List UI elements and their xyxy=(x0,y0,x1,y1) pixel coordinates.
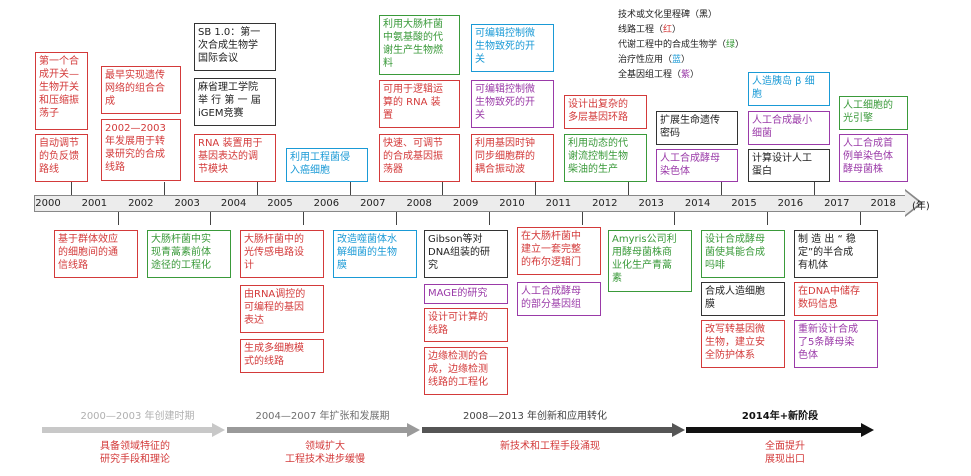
phase-1-desc: 具备领域特征的 研究手段和理论 xyxy=(100,441,170,465)
event-above-2015c: 计算设计人工 蛋白 xyxy=(748,149,830,182)
event-above-2003b: 麻省理工学院 举 行 第 一 届 iGEM竞赛 xyxy=(194,78,276,126)
event-above-2009a: 可编辑控制微 生物致死的开 关 xyxy=(471,24,554,72)
event-above-2000a: 第一个合 成开关— 生物开关 和压缩振 荡子 xyxy=(35,52,88,130)
legend-item-black: 技术或文化里程碑（黑） xyxy=(618,10,718,20)
phase-2-label: 2004—2007 年扩张和发展期 xyxy=(255,411,390,422)
timeline-tick xyxy=(349,182,351,195)
year-label: 2012 xyxy=(592,198,618,209)
event-below-2010b: 人工合成酵母 的部分基因组 xyxy=(517,282,601,316)
year-label: 2000 xyxy=(35,198,61,209)
timeline-tick xyxy=(442,182,444,195)
event-above-2003a: SB 1.0：第一 次合成生物学 国际会议 xyxy=(194,23,276,71)
phase-3-label: 2008—2013 年创新和应用转化 xyxy=(462,411,608,422)
timeline-tick xyxy=(720,182,722,195)
event-below-2016c: 重新设计合成 了5条酵母染 色体 xyxy=(794,320,878,368)
timeline-tick xyxy=(117,212,119,225)
year-label: 2014 xyxy=(684,198,711,209)
event-above-2007b: 可用于逻辑运 算的 RNA 装 置 xyxy=(379,80,460,128)
year-label: 2006 xyxy=(313,198,340,209)
timeline-tick xyxy=(535,182,537,195)
timeline-tick xyxy=(488,212,490,225)
event-below-2014c: 改写转基因微 生物，建立安 全防护体系 xyxy=(701,320,785,368)
event-above-2015a: 人造胰岛 β 细 胞 xyxy=(748,72,830,106)
timeline-tick xyxy=(71,182,73,195)
event-below-2006: 改造噬菌体水 解细菌的生物 膜 xyxy=(333,230,417,278)
phase-1-arrow xyxy=(42,427,212,433)
year-label: 2003 xyxy=(174,198,200,209)
event-below-2001: 基于群体效应 的细胞间的通 信线路 xyxy=(54,230,138,278)
phase-3-arrow xyxy=(422,427,672,433)
event-below-2004b: 由RNA调控的 可编程的基因 表达 xyxy=(240,285,324,333)
event-above-2013b: 人工合成酵母 染色体 xyxy=(656,149,738,182)
event-below-2016a: 制 造 出 “ 稳 定”的半合成 有机体 xyxy=(794,230,878,278)
event-above-2013a: 扩展生命遗传 密码 xyxy=(656,111,738,145)
timeline-tick xyxy=(256,182,258,195)
timeline-tick xyxy=(628,182,629,195)
phase-2-arrow xyxy=(227,427,407,433)
year-label: 2018 xyxy=(870,198,896,209)
event-below-2016b: 在DNA中储存 数码信息 xyxy=(794,282,878,316)
event-above-2001b: 2002—2003 年发展用于转 录研究的合成 线路 xyxy=(101,119,181,181)
event-above-2007a: 利用大肠杆菌 中氨基酸的代 谢生产生物燃 料 xyxy=(379,15,460,75)
year-label: 2008 xyxy=(406,198,432,209)
year-label: 2007 xyxy=(360,198,386,209)
phase-4-label: 2014年+新阶段 xyxy=(741,411,819,422)
event-above-2000b: 自动调节 的负反馈 路线 xyxy=(35,134,88,182)
event-below-2004a: 大肠杆菌中的 光传感电路设 计 xyxy=(240,230,324,278)
legend-item-red: 线路工程（红） xyxy=(618,25,682,35)
event-above-2011b: 利用动态的代 谢流控制生物 柴油的生产 xyxy=(564,134,647,182)
event-above-2003c: RNA 装置用于 基因表达的调 节模块 xyxy=(194,134,276,182)
event-above-2001a: 最早实现遗传 网络的组合合 成 xyxy=(101,66,181,114)
event-above-2009c: 利用基因时钟 同步细胞群的 耦合振动波 xyxy=(471,134,554,182)
timeline-tick xyxy=(210,212,212,225)
year-label: 2016 xyxy=(777,198,804,209)
year-label: 2004 xyxy=(220,198,247,209)
timeline-tick xyxy=(581,212,583,225)
year-label: 2002 xyxy=(128,198,154,209)
timeline-tick xyxy=(767,212,769,225)
year-label: 2011 xyxy=(545,198,572,209)
event-below-2008d: 边缘检测的合 成，边缘检测 线路的工程化 xyxy=(424,347,508,395)
timeline-tick xyxy=(674,212,676,225)
year-label: 2015 xyxy=(731,198,757,209)
year-label: 2013 xyxy=(638,198,664,209)
event-above-2007c: 快速、可调节 的合成基因振 荡器 xyxy=(379,134,460,182)
event-below-2012: Amyris公司利 用酵母菌株商 业化生产青蒿 素 xyxy=(608,230,692,292)
year-label: 2017 xyxy=(824,198,850,209)
event-below-2008c: 设计可计算的 线路 xyxy=(424,308,508,342)
event-below-2004c: 生成多细胞模 式的线路 xyxy=(240,339,324,373)
event-below-2014b: 合成人造细胞 膜 xyxy=(701,282,785,316)
timeline-tick xyxy=(860,212,861,225)
event-below-2010a: 在大肠杆菌中 建立一套完整 的布尔逻辑门 xyxy=(517,227,601,275)
event-above-2005: 利用工程菌侵 入癌细胞 xyxy=(286,148,368,182)
year-label: 2005 xyxy=(267,198,293,209)
timeline-tick xyxy=(303,212,305,225)
phase-3-desc: 新技术和工程手段涌现 xyxy=(500,441,600,452)
timeline-tick xyxy=(164,182,165,195)
phase-1-label: 2000—2003 年创建时期 xyxy=(80,411,195,422)
event-above-2017a: 人工细胞的 光引擎 xyxy=(839,96,908,130)
year-label: 2010 xyxy=(499,198,525,209)
phase-4-desc: 全面提升 展现出口 xyxy=(765,441,805,465)
year-label: 2009 xyxy=(452,198,479,209)
event-above-2017b: 人工合成首 例单染色体 酵母菌株 xyxy=(839,134,908,182)
event-below-2014a: 设计合成酵母 菌使其能合成 吗啡 xyxy=(701,230,785,278)
phase-4-arrow xyxy=(686,427,861,433)
event-above-2009b: 可编辑控制微 生物致死的开 关 xyxy=(471,80,554,128)
event-above-2011a: 设计出复杂的 多层基因环路 xyxy=(564,95,647,129)
event-below-2008b: MAGE的研究 xyxy=(424,284,508,304)
timeline-tick xyxy=(813,182,815,195)
timeline-tick xyxy=(396,212,397,225)
phase-2-desc: 领域扩大 工程技术进步缓慢 xyxy=(285,441,365,465)
year-label: 2001 xyxy=(81,198,108,209)
event-below-2002: 大肠杆菌中实 现青蒿素前体 途径的工程化 xyxy=(147,230,231,278)
legend-item-purple: 全基因组工程（紫） xyxy=(618,70,700,80)
year-unit: (年) xyxy=(912,201,930,212)
event-below-2008a: Gibson等对 DNA组装的研 究 xyxy=(424,230,508,278)
legend-item-green: 代谢工程中的合成生物学（绿） xyxy=(618,40,745,50)
legend-item-blue: 治疗性应用（蓝） xyxy=(618,55,691,65)
event-above-2015b: 人工合成最小 细菌 xyxy=(748,111,830,145)
